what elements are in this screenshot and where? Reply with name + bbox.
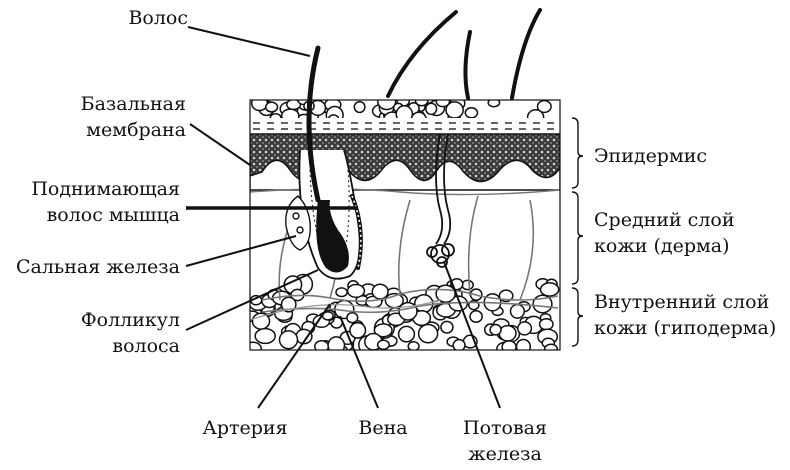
label-arrector-line1: Поднимающая xyxy=(31,178,180,200)
label-sweat-gland-line2: железа xyxy=(468,443,542,465)
fat-cell xyxy=(509,303,526,319)
label-arrector-line2: волос мышца xyxy=(47,204,180,226)
fat-cell xyxy=(440,320,454,334)
surface-cell xyxy=(377,100,397,111)
fat-cell xyxy=(461,279,474,291)
layer-brackets xyxy=(571,117,584,347)
label-follicle-line1: Фолликул xyxy=(81,309,180,331)
label-vein: Вена xyxy=(358,417,407,439)
label-follicle-line2: волоса xyxy=(112,335,180,357)
leader-sweat-gland xyxy=(443,261,501,409)
fat-cell xyxy=(398,301,418,321)
fat-cell xyxy=(376,339,390,350)
fat-cell xyxy=(469,310,483,323)
fat-cell xyxy=(452,338,466,350)
surface-cell xyxy=(464,107,479,119)
leader-basal-membrane xyxy=(189,123,251,166)
skin-block xyxy=(250,100,560,350)
hair-shaft-3 xyxy=(463,30,472,100)
fat-cell xyxy=(498,324,517,342)
fat-cell xyxy=(543,343,559,350)
epidermis-granular-band xyxy=(250,118,560,134)
fat-cell xyxy=(278,330,299,350)
fat-cell xyxy=(250,341,262,350)
hypodermis-fat-cells xyxy=(250,273,560,350)
hair-shaft-4 xyxy=(510,8,542,100)
label-epidermis: Эпидермис xyxy=(594,145,707,167)
label-sebaceous-gland: Сальная железа xyxy=(16,256,180,278)
leader-sebaceous xyxy=(185,235,297,267)
fat-cell xyxy=(280,296,297,313)
label-basal-membrane-line2: мембрана xyxy=(86,119,186,141)
leader-vein xyxy=(339,315,379,409)
fat-cell xyxy=(335,287,348,298)
leader-lines xyxy=(185,26,501,409)
leader-follicle xyxy=(185,269,319,331)
fat-cell xyxy=(327,336,346,350)
hair-shaft-main xyxy=(306,45,321,203)
fat-cell xyxy=(254,327,276,345)
fat-cell xyxy=(373,323,393,338)
hair-shafts xyxy=(306,8,542,203)
fat-cell xyxy=(517,321,533,336)
fat-cell xyxy=(371,283,389,300)
fat-cell xyxy=(397,325,416,343)
skin-block-outline xyxy=(249,99,561,351)
label-dermis-line2: кожи (дерма) xyxy=(594,235,730,257)
fat-cell xyxy=(346,283,366,299)
surface-cell xyxy=(353,100,366,114)
leader-artery xyxy=(257,303,331,409)
epidermis-dermis-border xyxy=(250,188,560,196)
fat-cell xyxy=(489,323,502,336)
fat-cell xyxy=(539,282,560,297)
label-artery: Артерия xyxy=(202,417,287,439)
surface-cell xyxy=(264,101,279,113)
fat-cell xyxy=(349,321,367,339)
hair-shaft-2 xyxy=(386,10,458,98)
label-dermis-line1: Средний слой xyxy=(594,209,735,231)
fat-cell xyxy=(407,340,420,350)
label-hypodermis-line2: кожи (гиподерма) xyxy=(594,317,776,339)
surface-cell xyxy=(487,100,501,108)
fat-cell xyxy=(346,312,359,324)
label-basal-membrane-line1: Базальная xyxy=(81,93,186,115)
fat-cell xyxy=(417,323,439,344)
fat-cell xyxy=(515,338,532,350)
label-sweat-gland-line1: Потовая xyxy=(463,417,547,439)
label-hair: Волос xyxy=(128,7,188,29)
vein-line xyxy=(250,299,441,321)
sweat-gland xyxy=(426,133,455,268)
leader-hair xyxy=(187,26,311,57)
fat-cell xyxy=(538,317,554,331)
label-hypodermis-line1: Внутренний слой xyxy=(594,291,769,313)
surface-cell xyxy=(250,100,269,112)
surface-cell xyxy=(445,101,464,119)
fat-cell xyxy=(251,312,271,330)
surface-cell xyxy=(435,100,451,108)
fat-cell xyxy=(501,340,517,350)
surface-cell xyxy=(425,102,438,116)
hair-bulb xyxy=(316,200,349,273)
